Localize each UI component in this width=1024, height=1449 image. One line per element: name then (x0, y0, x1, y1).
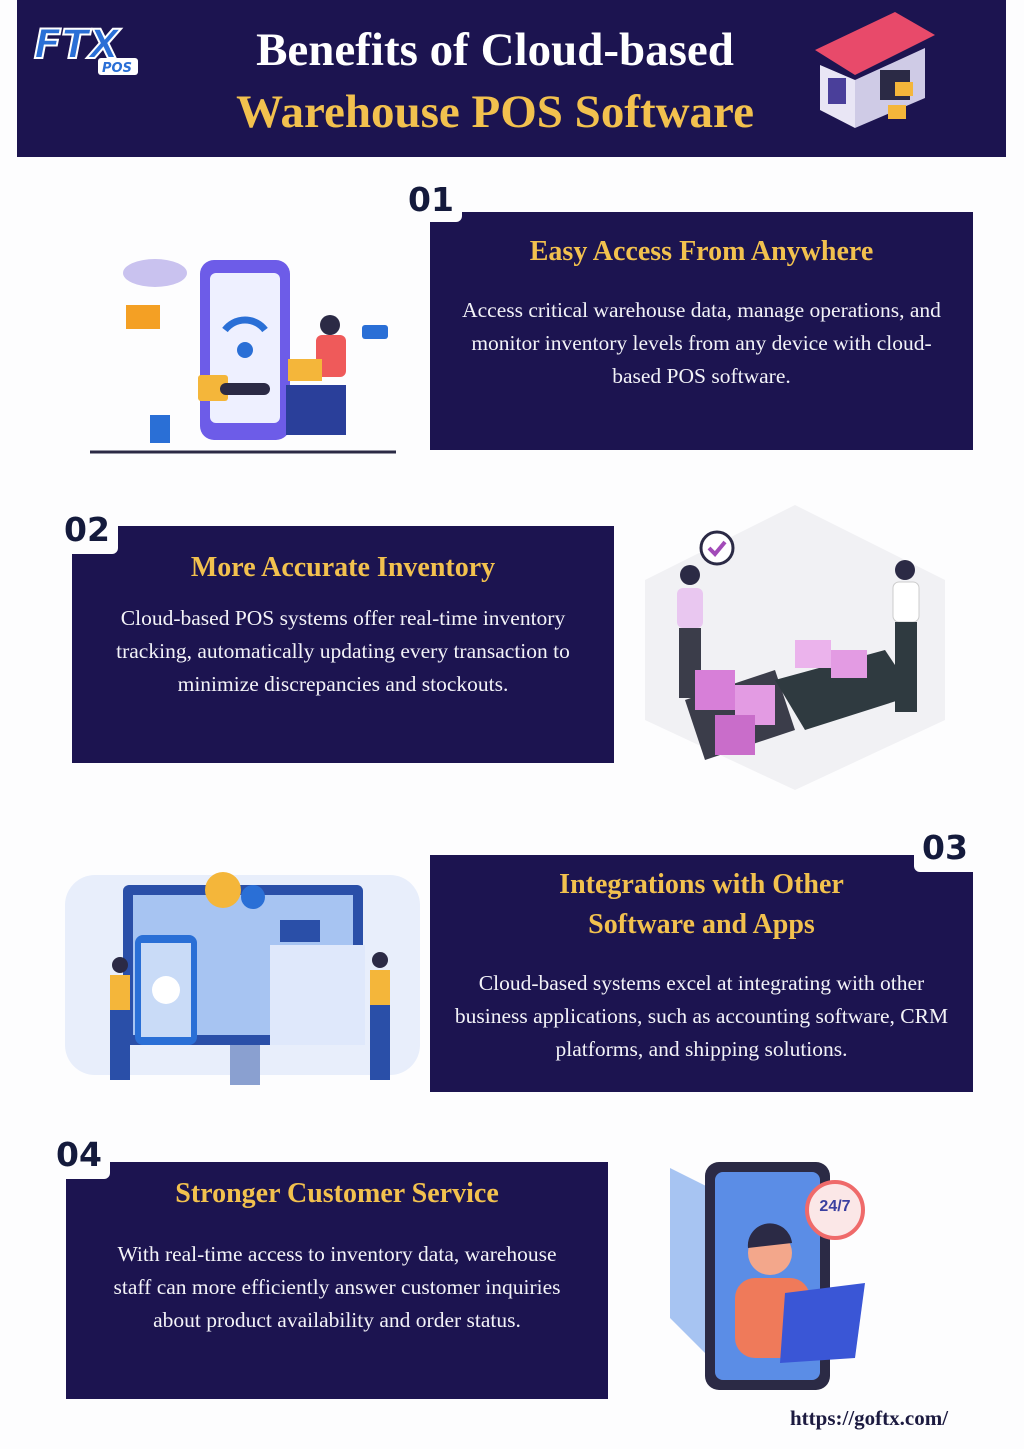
benefit-body: Cloud-based systems excel at integrating… (454, 971, 949, 1061)
title-line-1: Benefits of Cloud-based (256, 24, 734, 76)
support-agent-24-7-icon: 24/7 (670, 1158, 875, 1398)
website-url[interactable]: https://goftx.com/ (790, 1406, 949, 1430)
benefit-title: Integrations with Other Software and App… (559, 869, 844, 940)
benefit-number: 01 (400, 178, 462, 222)
benefit-title: More Accurate Inventory (190, 552, 496, 583)
ftx-pos-logo: FTX POS (32, 18, 152, 78)
benefit-number: 02 (56, 508, 118, 554)
benefit-number: 03 (914, 826, 976, 872)
badge-24-7: 24/7 (819, 1198, 851, 1215)
benefit-card-4: Stronger Customer Service With real-time… (66, 1162, 608, 1399)
svg-text:POS: POS (102, 61, 132, 76)
warehouse-building-icon (810, 10, 940, 140)
benefit-body: Cloud-based POS systems offer real-time … (116, 606, 570, 696)
benefit-number: 04 (48, 1133, 110, 1179)
benefit-card-1: Easy Access From Anywhere Access critica… (430, 212, 973, 450)
benefit-body: Access critical warehouse data, manage o… (462, 298, 941, 388)
benefit-title: Easy Access From Anywhere (529, 236, 874, 267)
warehouse-workers-boxes-icon (635, 500, 955, 797)
benefit-card-2: More Accurate Inventory Cloud-based POS … (72, 526, 614, 763)
benefit-card-3: Integrations with Other Software and App… (430, 855, 973, 1092)
title-line-2: Warehouse POS Software (236, 86, 754, 138)
benefit-body: With real-time access to inventory data,… (113, 1242, 561, 1332)
mobile-wifi-access-icon (90, 235, 400, 462)
software-integration-icon (65, 855, 420, 1092)
benefit-title: Stronger Customer Service (175, 1178, 499, 1209)
